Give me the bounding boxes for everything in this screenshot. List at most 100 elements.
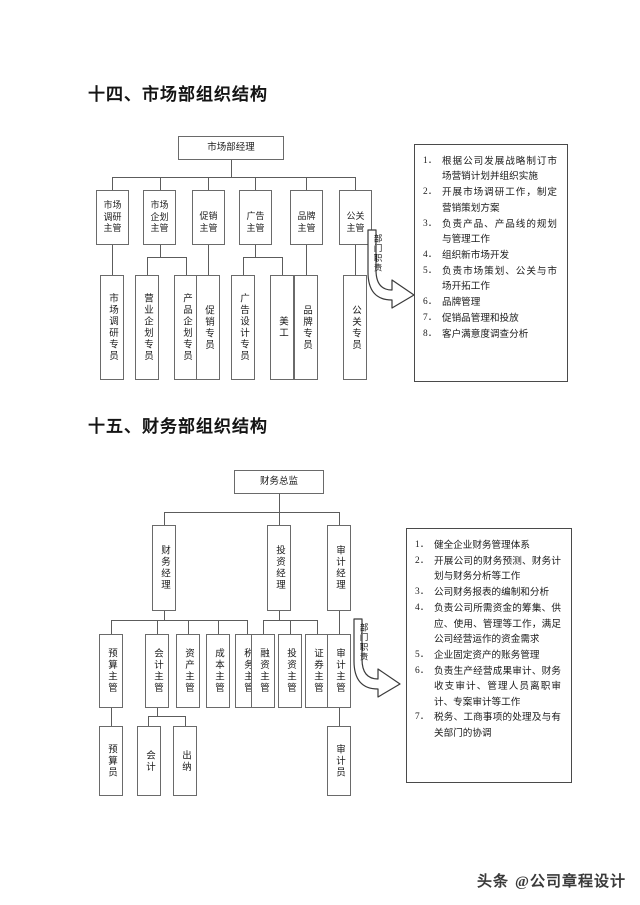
department-duty-arrow-label: 部门职责 [373,234,383,273]
footer-watermark: 头条 @公司章程设计 [477,870,626,891]
section-title-marketing: 十四、市场部组织结构 [88,85,268,104]
connector-drop [188,620,189,634]
chart-node-level3: 美工 [270,275,294,380]
responsibility-item: 负责公司所需资金的筹集、供应、使用、管理等工作，满足公司经营运作的资金需求 [415,601,561,645]
chart-node-level3: 预算主管 [99,634,123,708]
connector-drop [306,177,307,190]
responsibility-item: 根据公司发展战略制订市场营销计划并组织实施 [423,154,557,183]
connector-drop [282,257,283,275]
connector-drop [255,177,256,190]
responsibility-panel-marketing: 根据公司发展战略制订市场营销计划并组织实施 开展市场调研工作，制定营销策划方案 … [414,144,568,382]
responsibility-item: 品牌管理 [423,295,481,311]
connector-bus [147,257,187,258]
connector-drop [160,245,161,257]
connector-drop [157,620,158,634]
node-line: 公关 [346,211,365,221]
chart-node-level3: 会计主管 [145,634,169,708]
chart-node-level3: 资产主管 [176,634,200,708]
chart-node-level2: 市场 调研 主管 [96,190,129,245]
connector-drop [355,245,356,275]
node-line: 主管 [103,223,122,234]
section-title-finance: 十五、财务部组织结构 [88,417,268,436]
node-line: 广告 [246,211,265,221]
connector-drop [218,620,219,634]
node-line: 品牌 [297,211,316,221]
connector-drop [279,611,280,620]
chart-node-level4: 会计 [137,726,161,796]
connector-drop [160,177,161,190]
node-line: 促销 [199,211,218,221]
responsibility-list: 根据公司发展战略制订市场营销计划并组织实施 开展市场调研工作，制定营销策划方案 … [423,154,557,343]
chart-node-level2: 广告 主管 [239,190,272,245]
responsibility-item: 开展市场调研工作，制定营销策划方案 [423,185,557,214]
chart-node-level2: 促销 主管 [192,190,225,245]
connector-bus-level2 [164,512,339,513]
chart-node-level2: 品牌 主管 [290,190,323,245]
chart-node-level3: 公关专员 [343,275,367,380]
responsibility-panel-finance: 健全企业财务管理体系 开展公司的财务预测、财务计划与财务分析等工作 公司财务报表… [406,528,572,783]
node-line: 市场 [150,200,169,211]
connector-root-stem [279,494,280,512]
connector-drop [263,620,264,634]
connector-drop [306,245,307,275]
responsibility-item: 开展公司的财务预测、财务计划与财务分析等工作 [415,554,561,583]
toutiao-logo: 头条 [477,874,510,890]
connector-drop [111,708,112,726]
chart-node-root-finance: 财务总监 [234,470,324,494]
connector-drop [355,177,356,190]
chart-node-level4: 预算员 [99,726,123,796]
connector-drop [339,611,340,634]
connector-drop [147,257,148,275]
chart-node-level3: 融资主管 [251,634,275,708]
connector-bus [243,257,283,258]
chart-node-level2: 财务经理 [152,525,176,611]
chart-node-level3: 审计主管 [327,634,351,708]
chart-node-level3: 品牌专员 [294,275,318,380]
chart-node-level2: 审计经理 [327,525,351,611]
connector-drop [255,245,256,257]
node-line: 主管 [150,223,169,234]
connector-drop [148,716,149,726]
responsibility-item: 客户满意度调查分析 [423,327,529,343]
connector-drop [112,245,113,275]
connector-drop [290,620,291,634]
chart-node-level3: 成本主管 [206,634,230,708]
responsibility-item: 企业固定资产的账务管理 [415,648,540,664]
connector-drop [164,611,165,620]
chart-node-level3: 证券主管 [305,634,329,708]
chart-node-level3: 营业企划专员 [135,275,159,380]
node-line: 企划 [150,211,169,222]
footer-handle: @公司章程设计 [515,874,626,890]
node-line: 主管 [199,222,218,233]
connector-bus [148,716,185,717]
responsibility-item: 公司财务报表的编制和分析 [415,585,550,601]
connector-drop [208,245,209,275]
node-line: 调研 [103,211,122,222]
node-line: 主管 [246,222,265,233]
chart-node-level3: 产品企划专员 [174,275,198,380]
responsibility-item: 负责生产经营成果审计、财务收支审计、管理人员离职审计、专案审计等工作 [415,664,561,708]
chart-node-level2: 公关 主管 [339,190,372,245]
chart-node-level3: 广告设计专员 [231,275,255,380]
connector-drop [247,620,248,634]
chart-node-level4: 审计员 [327,726,351,796]
connector-drop [208,177,209,190]
chart-node-level3: 市场调研专员 [100,275,124,380]
responsibility-item: 促销品管理和投放 [423,311,519,327]
chart-node-root-marketing: 市场部经理 [178,136,284,160]
chart-node-level3: 投资主管 [278,634,302,708]
responsibility-item: 负责市场策划、公关与市场开拓工作 [423,264,557,293]
responsibility-item: 组织新市场开发 [423,248,510,264]
department-duty-arrow-label: 部门职责 [359,623,369,662]
connector-drop [339,708,340,726]
connector-drop [317,620,318,634]
connector-drop [279,512,280,525]
node-line: 市场 [103,200,122,211]
chart-node-level2: 投资经理 [267,525,291,611]
connector-drop [164,512,165,525]
responsibility-list: 健全企业财务管理体系 开展公司的财务预测、财务计划与财务分析等工作 公司财务报表… [415,538,561,741]
department-duty-arrow: 部门职责 [366,228,418,310]
connector-bus-level2 [112,177,355,178]
connector-drop [157,708,158,716]
